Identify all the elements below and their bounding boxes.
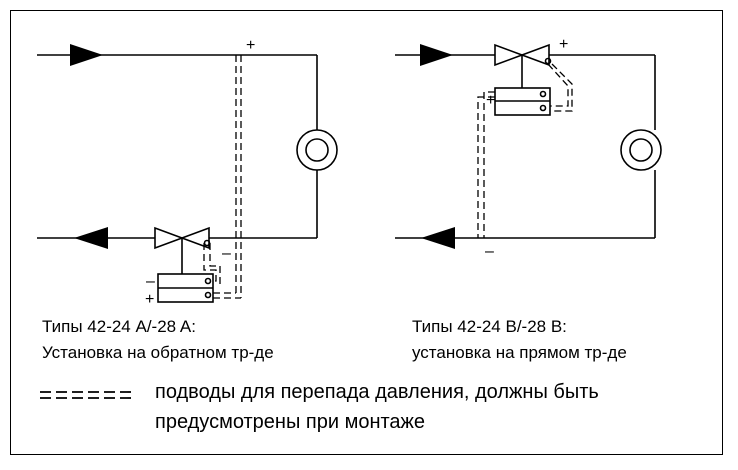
right-return-arrow <box>421 227 455 249</box>
right-impulse-lines <box>477 63 573 238</box>
legend-line-2: предусмотрены при монтаже <box>155 411 426 433</box>
right-circuit <box>395 43 662 239</box>
left-actuator-symbol <box>157 239 214 303</box>
left-return-arrow <box>74 227 108 249</box>
right-plus-top: + <box>559 36 568 53</box>
legend-line-1: подводы для перепада давления, должны бы… <box>155 381 599 403</box>
right-type-label: Типы 42-24 B/-28 B: <box>412 317 567 336</box>
left-plus-top: + <box>246 37 255 54</box>
left-type-label: Типы 42-24 A/-28 A: <box>42 317 196 336</box>
left-circuit <box>37 54 338 303</box>
left-consumer-symbol <box>296 129 338 171</box>
right-minus-bottom: – <box>485 243 494 260</box>
right-actuator-symbol <box>494 87 551 116</box>
left-actuator-minus: – <box>146 273 155 290</box>
left-actuator-plus: + <box>145 291 154 308</box>
left-impulse-lines <box>203 55 242 299</box>
right-actuator-plus: + <box>486 92 495 109</box>
right-consumer-symbol <box>620 129 662 171</box>
figure-frame <box>10 10 723 455</box>
right-supply-arrow <box>420 44 453 66</box>
right-valve-symbol <box>494 43 552 88</box>
left-install-label: Установка на обратном тр-де <box>42 343 274 362</box>
left-valve-symbol <box>154 226 210 274</box>
left-supply-arrow <box>70 44 103 66</box>
legend-dashed-symbol <box>40 391 134 399</box>
left-minus-bottom: – <box>222 245 231 262</box>
right-install-label: установка на прямом тр-де <box>412 343 627 362</box>
